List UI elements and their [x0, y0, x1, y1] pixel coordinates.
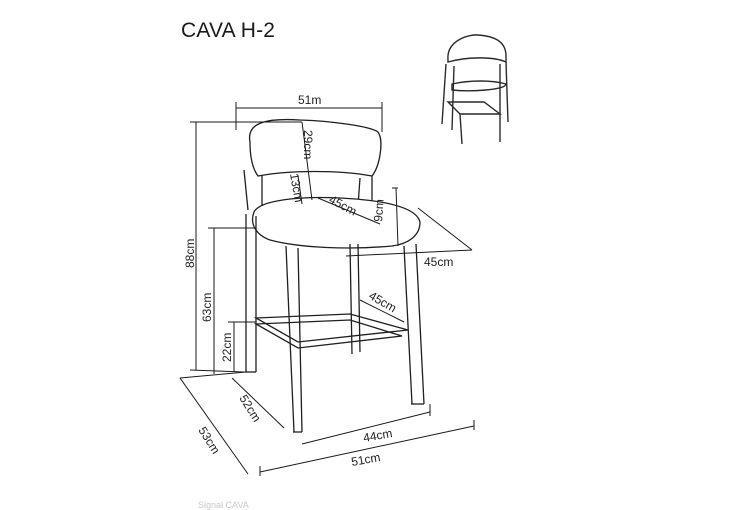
dimension-lines [179, 102, 475, 476]
chair-drawing [243, 118, 425, 433]
label-backrest-height: 29cm [301, 130, 315, 159]
label-seat-height: 63cm [200, 293, 214, 322]
label-seat-thickness: 9cm [371, 199, 387, 223]
label-total-height: 88cm [183, 239, 197, 268]
label-seat-width: 45cm [424, 255, 453, 269]
label-width-total: 51cm [350, 450, 381, 469]
label-footrest-height: 22cm [220, 333, 234, 362]
label-backrest-gap: 13cm [287, 172, 306, 203]
watermark-text: Signal CAVA [198, 500, 249, 510]
label-width-inner: 44cm [362, 426, 393, 445]
label-depth-total: 53cm [195, 424, 222, 456]
product-title: CAVA H-2 [181, 19, 276, 42]
label-depth-inner: 52cm [236, 392, 263, 424]
label-width-top: 51m [298, 93, 321, 107]
chair-thumbnail [441, 34, 509, 145]
